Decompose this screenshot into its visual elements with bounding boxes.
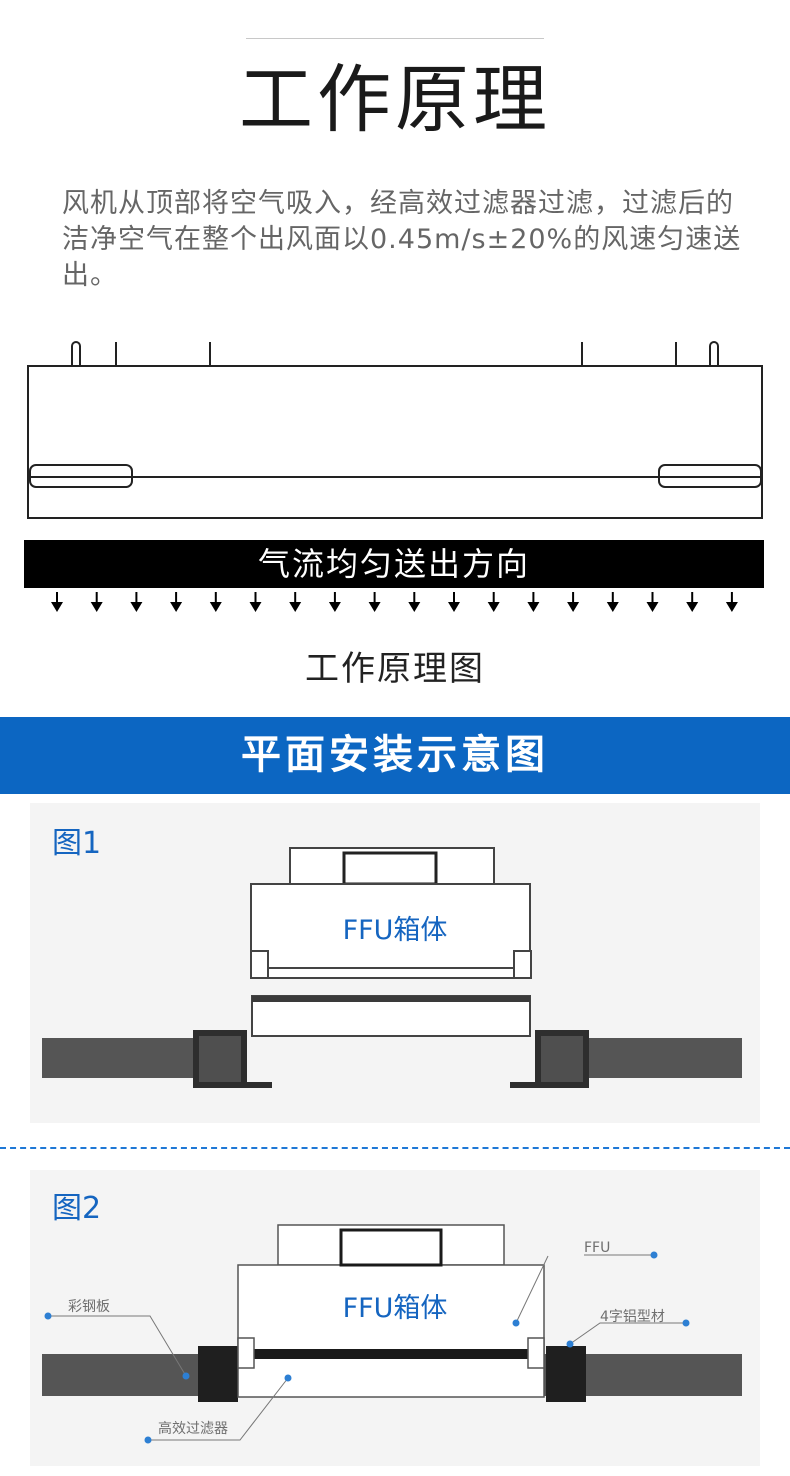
working-principle-diagram [24, 341, 764, 612]
airflow-arrow-head [170, 602, 183, 612]
airflow-arrow-head [368, 602, 381, 612]
lifting-lug-left [71, 341, 81, 366]
top-divider [246, 38, 544, 39]
description-text: 风机从顶部将空气吸入，经高效过滤器过滤，过滤后的洁净空气在整个出风面以0.45m… [62, 188, 742, 291]
diagram-caption: 工作原理图 [305, 649, 485, 689]
figure1-label: 图1 [52, 826, 102, 861]
airflow-arrow-head [289, 602, 302, 612]
side-clip-right [658, 464, 762, 488]
airflow-arrow-head [527, 602, 540, 612]
airflow-arrow-head [448, 602, 460, 612]
figure1-box-label: FFU箱体 [342, 915, 448, 946]
callout-ffu: FFU [584, 1240, 611, 1256]
airflow-arrow-head [567, 602, 580, 612]
airflow-arrow-head [606, 602, 619, 612]
airflow-arrow-head [51, 602, 63, 612]
figure1-panel [30, 803, 760, 1123]
airflow-arrow-head [209, 602, 222, 612]
figure2-label: 图2 [52, 1191, 102, 1226]
airflow-arrow-head [130, 602, 143, 612]
callout-hepa-filter: 高效过滤器 [158, 1421, 228, 1437]
callout-steel-panel: 彩钢板 [68, 1299, 110, 1315]
callout-aluminum-profile: 4字铝型材 [600, 1309, 665, 1325]
airflow-direction-label: 气流均匀送出方向 [257, 545, 530, 583]
figure2-box-label: FFU箱体 [342, 1293, 448, 1324]
lifting-lug-right [709, 341, 719, 366]
airflow-arrow-head [646, 602, 659, 612]
airflow-arrows [51, 592, 738, 612]
airflow-arrow-head [487, 602, 500, 612]
airflow-arrow-head [249, 602, 262, 612]
page-title: 工作原理 [239, 57, 551, 143]
airflow-bar [24, 540, 764, 588]
dashed-separator [0, 1147, 790, 1149]
airflow-arrow-head [725, 602, 738, 612]
ffu-housing-outline [27, 365, 763, 519]
side-clip-left [29, 464, 133, 488]
airflow-arrow-head [686, 602, 699, 612]
section-banner: 平面安装示意图 [0, 717, 790, 794]
airflow-arrow-head [90, 602, 103, 612]
airflow-arrow-head [408, 602, 421, 612]
airflow-arrow-head [328, 602, 341, 612]
